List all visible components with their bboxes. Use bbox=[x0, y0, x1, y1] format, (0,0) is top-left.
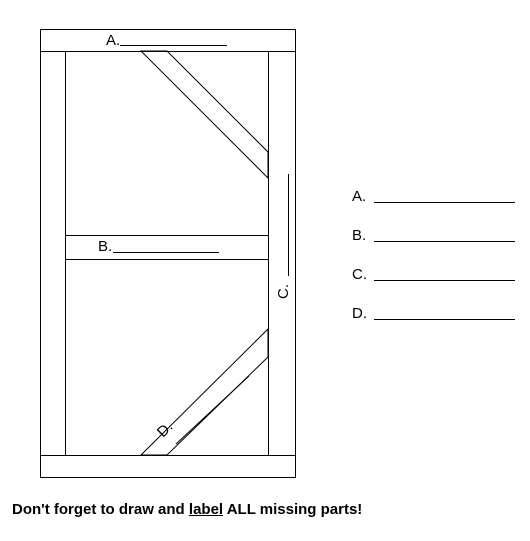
answer-row-a: A. bbox=[352, 188, 522, 227]
answer-letter-c: C. bbox=[352, 266, 367, 283]
footer-text-emphasis: label bbox=[188, 501, 224, 518]
answer-row-d: D. bbox=[352, 305, 522, 344]
answer-blank-c bbox=[374, 266, 515, 281]
middle-rail bbox=[65, 235, 269, 260]
left-stile bbox=[40, 51, 66, 456]
footer-instruction: Don't forget to draw and label ALL missi… bbox=[12, 501, 362, 518]
answer-blank-b bbox=[374, 227, 515, 242]
answer-letter-a: A. bbox=[352, 188, 367, 205]
label-c: C. bbox=[275, 284, 292, 299]
label-d: D. bbox=[154, 418, 177, 441]
bottom-rail bbox=[40, 455, 296, 478]
label-d-blank bbox=[175, 375, 250, 445]
answer-key: A. B. C. D. bbox=[352, 188, 522, 344]
answer-blank-d bbox=[374, 305, 515, 320]
label-b: B. bbox=[98, 238, 112, 255]
footer-text-before: Don't forget to draw and bbox=[12, 501, 185, 518]
answer-letter-b: B. bbox=[352, 227, 367, 244]
right-stile bbox=[268, 51, 296, 456]
answer-blank-a bbox=[374, 188, 515, 203]
top-rail bbox=[40, 29, 296, 52]
answer-letter-d: D. bbox=[352, 305, 367, 322]
answer-row-c: C. bbox=[352, 266, 522, 305]
answer-row-b: B. bbox=[352, 227, 522, 266]
footer-text-after: ALL missing parts! bbox=[226, 501, 363, 518]
lower-brace bbox=[139, 327, 269, 456]
upper-brace bbox=[139, 50, 269, 180]
label-a: A. bbox=[106, 32, 120, 49]
